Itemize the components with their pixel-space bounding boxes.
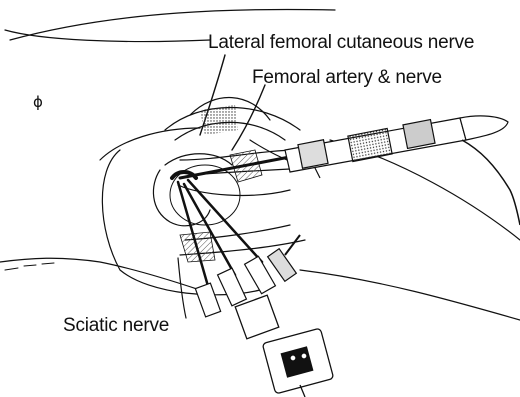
sciatic-pointer: [178, 258, 186, 318]
shaver-handpiece: [285, 116, 508, 178]
label-lateral-femoral-cutaneous-nerve: Lateral femoral cutaneous nerve: [208, 33, 474, 52]
torso-outline-2: [5, 30, 210, 42]
label-sciatic-nerve: Sciatic nerve: [63, 316, 169, 335]
camera-head: [235, 295, 333, 397]
shaver-cable: [462, 140, 520, 225]
dotted-region: [200, 105, 238, 135]
label-femoral-artery-nerve: Femoral artery & nerve: [252, 68, 442, 87]
marker-glyph: ɸ: [33, 93, 43, 111]
fan-path: [232, 85, 265, 150]
skin-line-left: [0, 258, 200, 290]
thigh-outline-lower: [300, 270, 520, 320]
skin-dash: [5, 263, 54, 270]
